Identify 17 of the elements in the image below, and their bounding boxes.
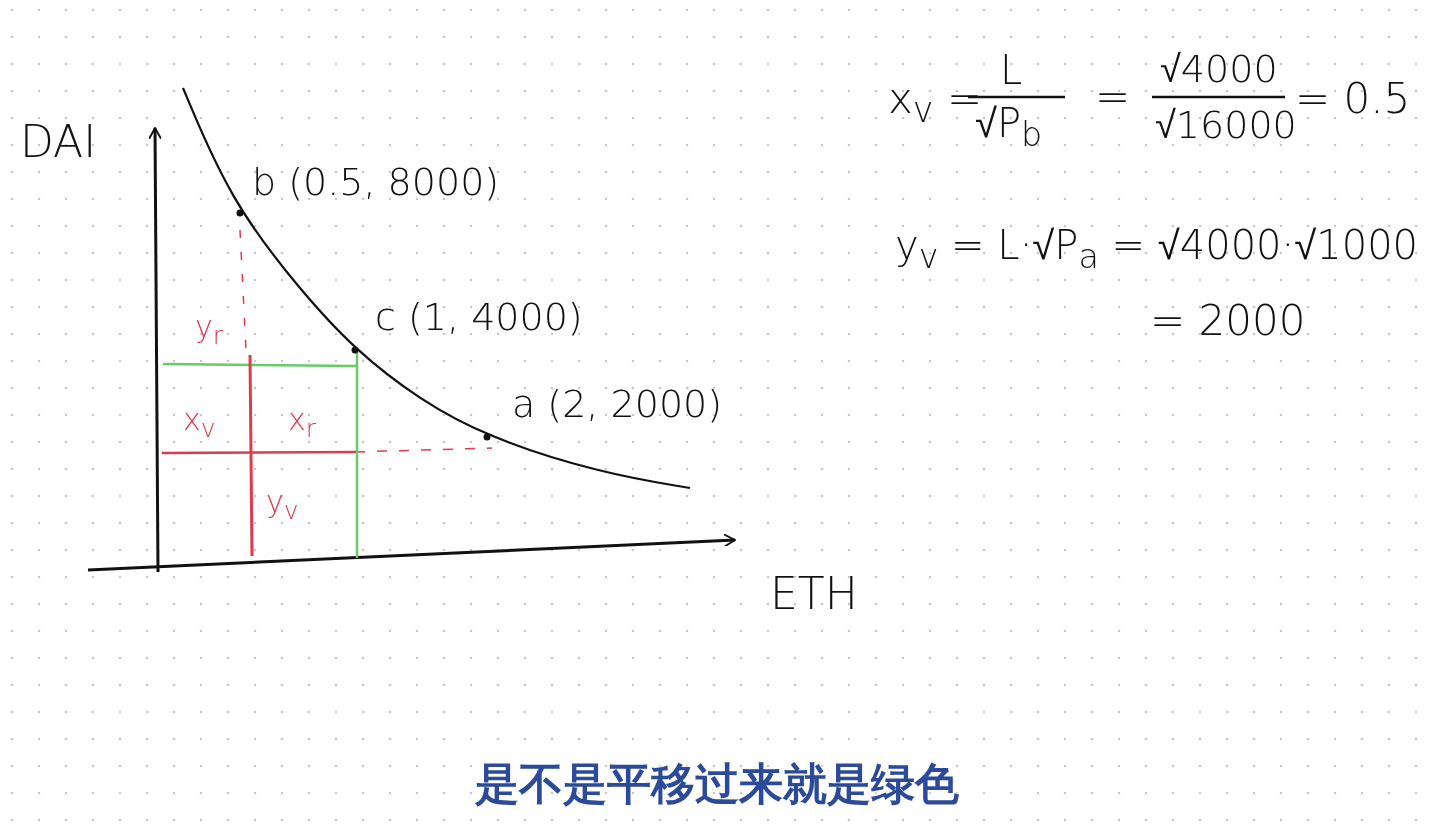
segment-label: x$_{v}$ <box>183 405 216 441</box>
axis-label: DAI <box>20 120 97 164</box>
formula: = 0.5 <box>1295 78 1411 120</box>
segment-label: x$_{r}$ <box>288 405 317 441</box>
formula: = 2000 <box>1150 300 1306 342</box>
formula: √16000 <box>1155 106 1297 144</box>
point-label: c (1, 4000) <box>375 298 583 336</box>
point-label: b (0.5, 8000) <box>252 163 500 201</box>
segment-label: y$_{v}$ <box>266 487 299 523</box>
point-label: a (2, 2000) <box>512 385 723 423</box>
axis-label: ETH <box>770 572 858 616</box>
segment-label: y$_{r}$ <box>195 312 224 348</box>
formula: = <box>1095 76 1131 118</box>
subtitle: 是不是平移过来就是绿色 <box>475 758 959 809</box>
formula: L <box>1000 50 1023 90</box>
formula: y$_{v}$ = L·√P$_{a}$ = √4000·√1000 <box>895 225 1419 274</box>
formula: √4000 <box>1160 50 1278 88</box>
